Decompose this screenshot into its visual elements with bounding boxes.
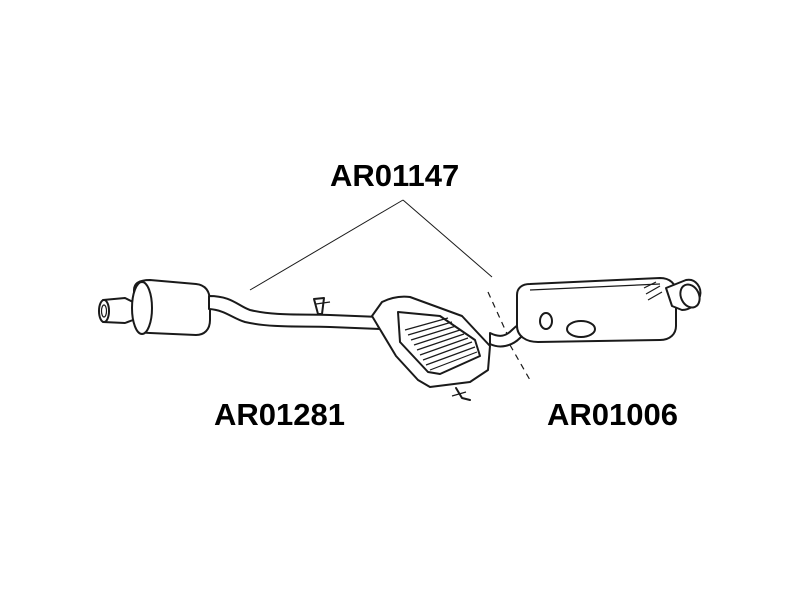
ribbing-lines [404, 317, 478, 371]
front-silencer [131, 279, 211, 336]
part-number-top: AR01147 [330, 158, 459, 193]
center-silencer [371, 295, 491, 401]
rear-silencer [516, 277, 677, 343]
tail-pipe [665, 278, 702, 311]
front-inlet-pipe [98, 297, 134, 324]
middle-pipe [208, 295, 392, 331]
leader-lines [249, 199, 493, 291]
part-number-left: AR01281 [214, 397, 345, 432]
part-number-right: AR01006 [547, 397, 678, 432]
section-cut-lines [487, 291, 531, 381]
